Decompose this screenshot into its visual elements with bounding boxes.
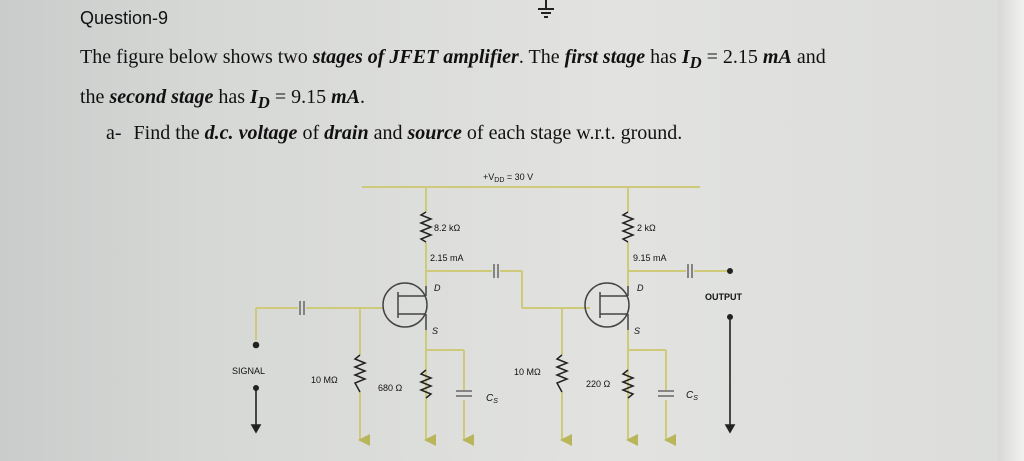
line3-emphasis-source: source [407, 122, 462, 144]
line3-emphasis-voltage: voltage [238, 122, 298, 144]
line2-id-value: = 9.15 [269, 86, 332, 108]
output-terminal [724, 267, 736, 434]
line3-text-b: Find the [133, 122, 205, 144]
question-line-1: The figure below shows two stages of JFE… [80, 46, 826, 73]
resistor-rs2-icon [620, 369, 636, 399]
line2-text-c: has [213, 86, 250, 108]
input-capacitor-icon [299, 301, 305, 315]
line1-emphasis-first-stage: first stage [564, 46, 646, 68]
question-part-a: a- Find the d.c. voltage of drain and sou… [106, 122, 682, 145]
line2-id-symbol: I [250, 86, 258, 108]
line1-text-j: and [791, 46, 826, 68]
source-1-label: S [432, 326, 438, 336]
line1-text-c: . The [518, 46, 565, 68]
line3-text-h: and [368, 122, 408, 144]
bypass-capacitor-1-icon [456, 390, 472, 397]
bypass-capacitor-2-icon [658, 390, 674, 397]
id2-label: 9.15 mA [633, 253, 667, 263]
rg1-label: 10 MΩ [311, 375, 338, 385]
ground-markers [358, 432, 676, 446]
line1-id-symbol: I [681, 46, 690, 68]
coupling-capacitor-2-icon [687, 264, 693, 278]
rs1-label: 680 Ω [378, 383, 403, 393]
cs1-label: CS [486, 393, 498, 405]
jfet-stage-2-icon [584, 282, 630, 330]
line1-emphasis-jfet: stages of JFET amplifier [312, 46, 519, 68]
coupling-capacitor-1-icon [493, 264, 499, 278]
rg2-label: 10 MΩ [514, 367, 541, 377]
signal-label: SIGNAL [232, 366, 265, 376]
rs2-label: 220 Ω [586, 379, 611, 389]
rd1-label: 8.2 kΩ [434, 223, 461, 233]
id1-label: 2.15 mA [430, 253, 464, 263]
vdd-label: +VDD = 30 V [483, 172, 533, 184]
drain-1-label: D [434, 283, 441, 293]
line3-text-f: of [297, 122, 325, 144]
question-title: Question-9 [80, 8, 169, 28]
signal-terminal [250, 341, 262, 434]
cs2-label: CS [686, 390, 698, 402]
resistor-rg1-icon [352, 354, 368, 393]
line2-id-subscript: D [257, 93, 270, 112]
output-label: OUTPUT [705, 292, 743, 302]
drain-2-label: D [637, 283, 644, 293]
resistor-rg2-icon [554, 354, 570, 393]
resistor-rd1-icon [418, 211, 434, 243]
jfet-stage-1-icon [382, 282, 428, 330]
line2-emphasis-second-stage: second stage [109, 86, 214, 108]
line2-text-h: . [360, 86, 366, 108]
line3-emphasis-drain: drain [324, 122, 369, 144]
ground-symbol-icon [538, 0, 554, 18]
part-a-label: a- [106, 122, 122, 144]
line1-text-e: has [645, 46, 682, 68]
resistor-rs1-icon [418, 369, 434, 399]
question-line-2: the second stage has ID = 9.15 mA. [80, 86, 365, 113]
resistor-rd2-icon [620, 211, 636, 243]
source-2-label: S [634, 326, 640, 336]
page-edge [998, 0, 1024, 461]
line1-unit: mA [762, 46, 792, 68]
line1-text-a: The figure below shows two [80, 46, 313, 68]
line2-unit: mA [331, 86, 361, 108]
rd2-label: 2 kΩ [637, 223, 656, 233]
line3-emphasis-dc: d.c. [204, 122, 234, 144]
line3-text-j: of each stage w.r.t. ground. [461, 122, 683, 144]
circuit-wiring [255, 186, 728, 432]
line1-id-subscript: D [689, 53, 702, 72]
line2-text-a: the [80, 86, 110, 108]
line1-id-value: = 2.15 [701, 46, 763, 68]
